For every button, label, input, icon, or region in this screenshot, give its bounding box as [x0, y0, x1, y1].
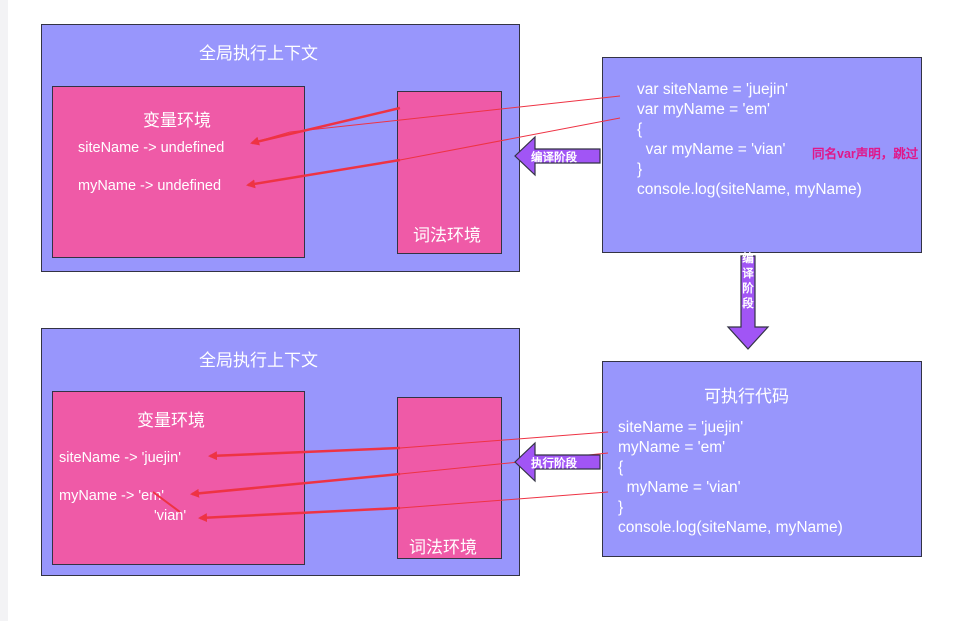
code-line: } [618, 499, 624, 516]
var-entry-myname-bottom: myName -> 'em' [59, 488, 165, 504]
vertical-arrow-char: 编 [742, 253, 754, 265]
code-line: var siteName = 'juejin' [637, 81, 789, 98]
variable-env-title-top: 变量环境 [143, 111, 211, 130]
variable-environment-top [52, 86, 305, 258]
var-entry-myname-updated: 'vian' [154, 508, 187, 524]
lexical-env-title-bottom: 词法环境 [409, 538, 477, 557]
execute-phase-label: 执行阶段 [531, 458, 577, 470]
duplicate-var-note: 同名var声明，跳过 [812, 147, 919, 161]
var-entry-sitename-top: siteName -> undefined [78, 140, 225, 156]
code-line: console.log(siteName, myName) [637, 181, 862, 198]
variable-env-title-bottom: 变量环境 [137, 411, 205, 430]
compile-phase-arrow [514, 135, 601, 177]
executable-code-title: 可执行代码 [704, 387, 789, 406]
executable-code-box [602, 361, 922, 557]
variable-environment-bottom [52, 391, 305, 565]
vertical-arrow-char: 段 [742, 298, 754, 310]
strike-mark [152, 491, 181, 513]
source-code-box [602, 57, 922, 253]
context-title-bottom: 全局执行上下文 [199, 351, 318, 370]
context-title-top: 全局执行上下文 [199, 44, 318, 63]
code-line: console.log(siteName, myName) [618, 519, 843, 536]
code-line: siteName = 'juejin' [618, 419, 744, 436]
compile-phase-label: 编译阶段 [531, 152, 577, 164]
lexical-env-title-top: 词法环境 [413, 226, 481, 245]
code-line: { [637, 121, 643, 138]
vertical-arrow-char: 阶 [742, 283, 754, 295]
code-line: { [618, 459, 624, 476]
left-edge-strip [0, 0, 8, 621]
code-line: var myName = 'em' [637, 101, 770, 118]
code-line: myName = 'em' [618, 439, 726, 456]
red-arrow-sitename-top [250, 95, 621, 146]
code-line: myName = 'vian' [618, 479, 741, 496]
execute-phase-arrow [514, 441, 601, 483]
code-line: var myName = 'vian' [637, 141, 786, 158]
code-line: } [637, 161, 643, 178]
lexical-environment-bottom [397, 397, 502, 559]
vertical-phase-arrow [726, 255, 770, 350]
vertical-arrow-char: 译 [742, 268, 754, 280]
var-entry-sitename-bottom: siteName -> 'juejin' [59, 450, 181, 466]
var-entry-myname-top: myName -> undefined [78, 178, 222, 194]
